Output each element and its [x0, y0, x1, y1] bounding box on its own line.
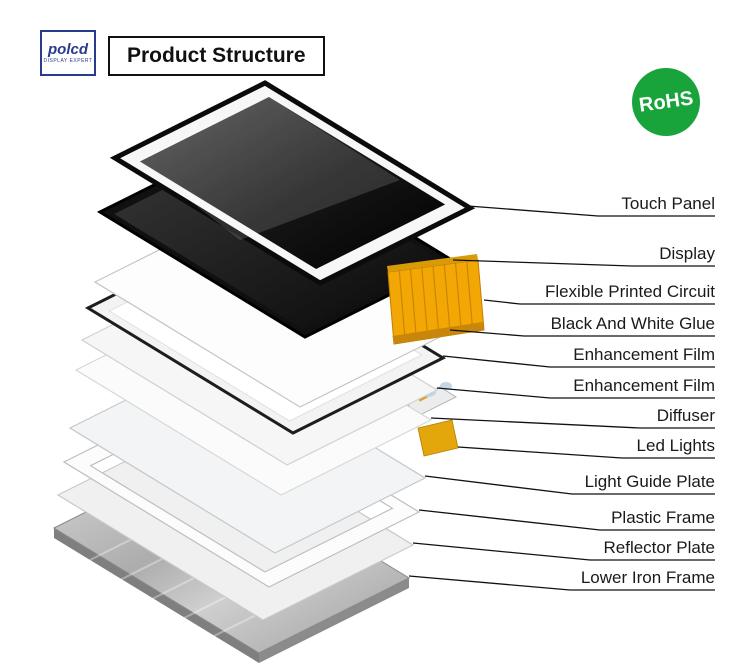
label-diffuser: Diffuser — [656, 406, 715, 425]
label-led-lights: Led Lights — [636, 436, 715, 455]
touch-panel-layer — [109, 80, 476, 286]
rohs-badge: RoHS — [632, 68, 700, 136]
label-touch-panel: Touch Panel — [621, 194, 715, 213]
label-enhancement-film-1: Enhancement Film — [573, 345, 715, 364]
label-enhancement-film-2: Enhancement Film — [573, 376, 715, 395]
label-light-guide-plate: Light Guide Plate — [584, 472, 715, 491]
label-plastic-frame: Plastic Frame — [611, 508, 715, 527]
label-display: Display — [659, 244, 715, 263]
led-fpc-tab — [417, 419, 459, 457]
brand-logo-subtext: DISPLAY EXPERT — [43, 58, 93, 64]
rohs-badge-text: RoHS — [637, 86, 695, 117]
leader-lines — [408, 205, 715, 591]
page-title: Product Structure — [108, 36, 325, 76]
brand-logo: polcd DISPLAY EXPERT — [40, 30, 96, 76]
label-lower-iron-frame: Lower Iron Frame — [580, 568, 715, 587]
label-reflector-plate: Reflector Plate — [603, 538, 716, 557]
brand-logo-text: polcd — [48, 41, 88, 58]
flexible-printed-circuit — [387, 254, 485, 345]
label-black-and-white-glue: Black And White Glue — [550, 314, 715, 333]
label-flexible-printed-circuit: Flexible Printed Circuit — [544, 282, 715, 301]
